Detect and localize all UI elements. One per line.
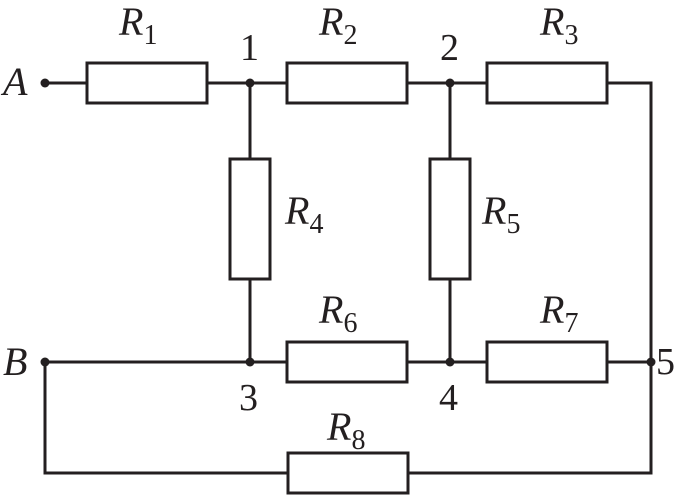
resistor-r6-label: R6 — [318, 287, 357, 339]
resistor-r1-letter: R — [118, 0, 143, 44]
terminal-a-dot — [40, 78, 50, 88]
resistor-r7-label: R7 — [539, 287, 578, 339]
resistor-r7-letter: R — [539, 287, 564, 332]
node-2-label: 2 — [440, 27, 459, 69]
resistor-r4-letter: R — [284, 188, 309, 233]
resistor-r6-sub: 6 — [343, 308, 357, 339]
resistor-r5 — [428, 157, 472, 281]
resistor-r1-label: R1 — [118, 0, 157, 51]
resistor-r1-sub: 1 — [143, 20, 157, 51]
terminal-b-dot — [40, 357, 50, 367]
junction-dots — [40, 78, 656, 367]
resistor-r7-sub: 7 — [564, 308, 578, 339]
node-5-dot — [646, 357, 656, 367]
resistor-r3-sub: 3 — [564, 20, 578, 51]
terminal-a-label: A — [0, 59, 28, 104]
resistor-r8 — [286, 451, 410, 495]
resistor-r8-label: R8 — [326, 404, 365, 456]
resistor-r8-letter: R — [326, 404, 351, 449]
resistor-r5-label: R5 — [481, 188, 520, 240]
resistor-r2-label: R2 — [318, 0, 357, 51]
resistor-r1 — [85, 61, 209, 105]
resistor-r2 — [285, 61, 409, 105]
node-2-dot — [445, 78, 455, 88]
node-1-dot — [245, 78, 255, 88]
resistor-r2-letter: R — [318, 0, 343, 44]
resistor-r4 — [228, 157, 272, 281]
node-5-label: 5 — [656, 341, 675, 383]
terminal-b-label: B — [3, 339, 27, 384]
node-1-label: 1 — [240, 27, 259, 69]
resistor-bodies — [85, 61, 609, 495]
resistor-r5-letter: R — [481, 188, 506, 233]
resistor-r7 — [485, 340, 609, 384]
node-4-label: 4 — [439, 377, 458, 419]
node-3-dot — [245, 357, 255, 367]
resistor-r6-letter: R — [318, 287, 343, 332]
resistor-r8-sub: 8 — [351, 425, 365, 456]
resistor-r5-sub: 5 — [506, 209, 520, 240]
resistor-r3 — [485, 61, 609, 105]
resistor-r6 — [285, 340, 409, 384]
resistor-r4-sub: 4 — [309, 209, 323, 240]
node-4-dot — [445, 357, 455, 367]
resistor-r3-letter: R — [539, 0, 564, 44]
resistor-r4-label: R4 — [284, 188, 323, 240]
resistor-r3-label: R3 — [539, 0, 578, 51]
node-3-label: 3 — [239, 377, 258, 419]
resistor-r2-sub: 2 — [343, 20, 357, 51]
